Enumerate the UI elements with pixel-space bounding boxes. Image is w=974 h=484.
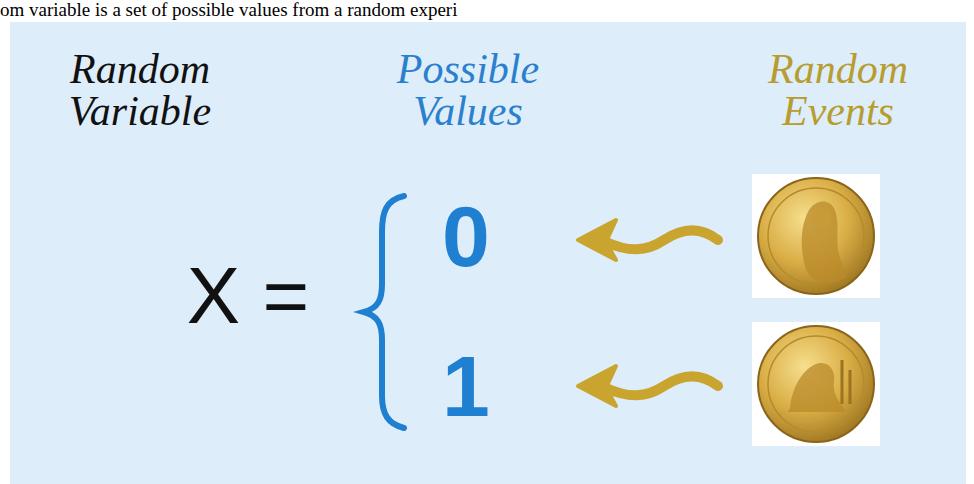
curly-brace — [364, 196, 404, 428]
column-heading: Random Events — [728, 48, 948, 132]
value-number: 0 — [416, 193, 516, 279]
column-heading: Possible Values — [358, 48, 578, 132]
column-heading: Random Variable — [35, 48, 245, 132]
coin-tails — [752, 322, 880, 446]
event-arrow — [578, 366, 718, 406]
event-arrow — [578, 220, 718, 260]
caption-fragment: om variable is a set of possible values … — [0, 0, 600, 21]
variable-symbol: X = — [128, 256, 368, 336]
value-number: 1 — [416, 343, 516, 429]
coin-heads — [752, 174, 880, 298]
